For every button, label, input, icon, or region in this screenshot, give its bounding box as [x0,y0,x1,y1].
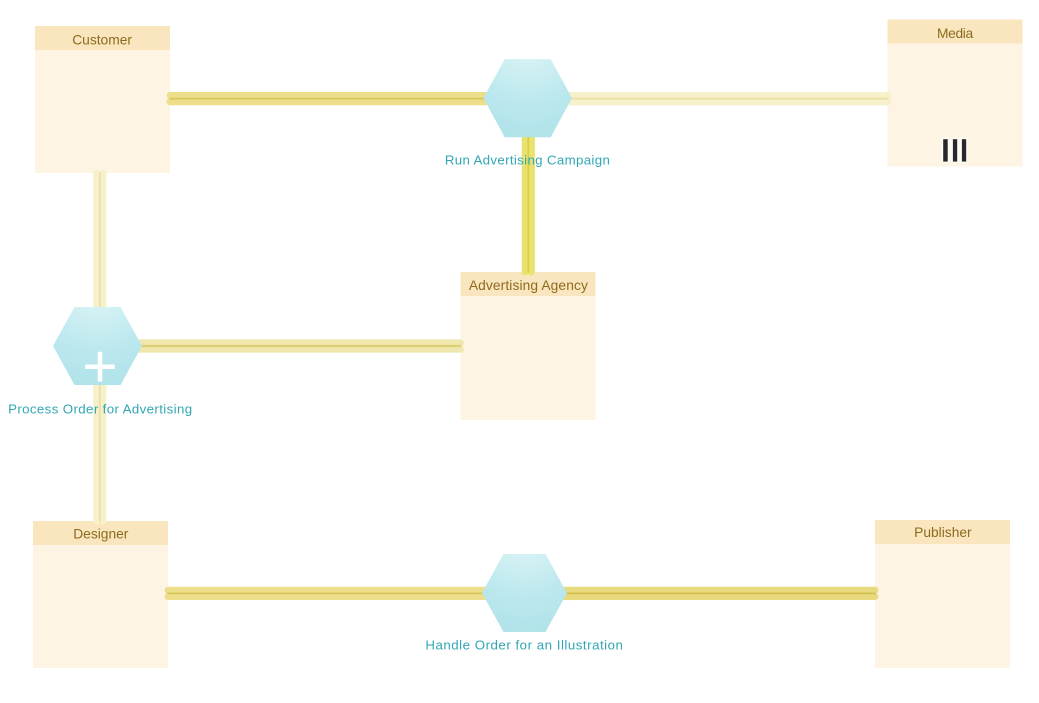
svg-text:Publisher: Publisher [914,525,972,540]
svg-text:Run Advertising Campaign: Run Advertising Campaign [445,153,610,168]
svg-text:Designer: Designer [73,526,129,541]
svg-text:Customer: Customer [72,32,132,47]
svg-text:Handle Order for an Illustrati: Handle Order for an Illustration [425,638,623,653]
svg-text:Media: Media [937,26,974,41]
svg-text:Process Order for Advertising: Process Order for Advertising [8,401,192,416]
svg-text:Advertising Agency: Advertising Agency [469,278,588,293]
